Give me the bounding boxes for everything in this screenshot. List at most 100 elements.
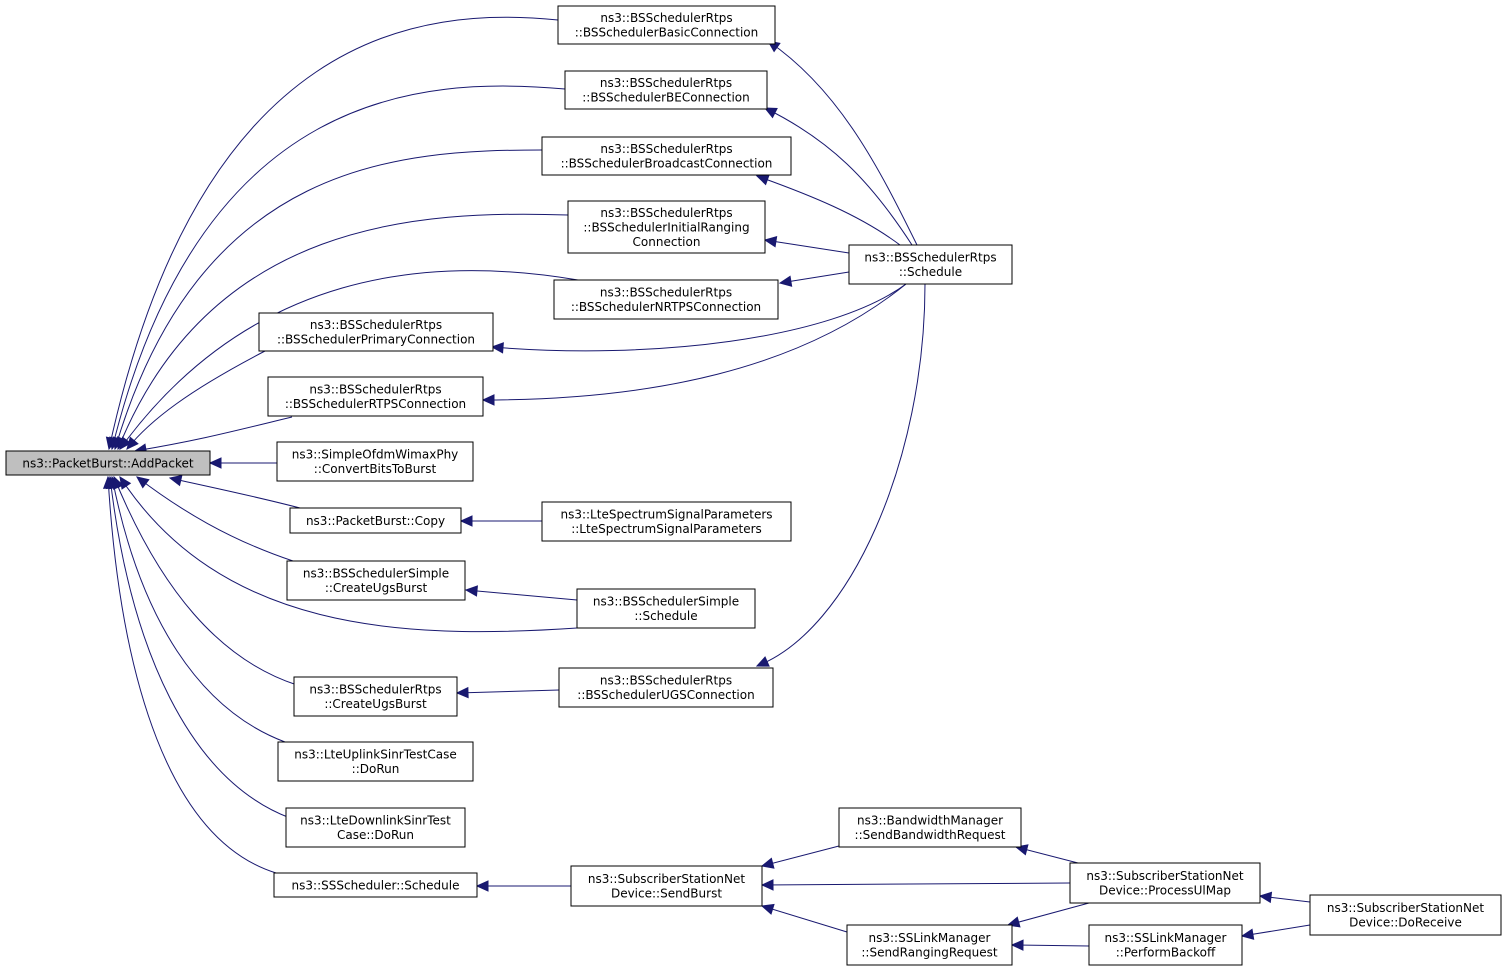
node-ssschedule[interactable]: ns3::SSScheduler::Schedule xyxy=(273,872,478,898)
edge-processul-to-bandwidth xyxy=(1014,844,1079,864)
node-basic[interactable]: ns3::BSSchedulerRtps::BSSchedulerBasicCo… xyxy=(557,5,776,45)
edge-arrowhead xyxy=(1010,939,1024,951)
edge-arrowhead xyxy=(119,436,132,450)
node-backoff[interactable]: ns3::SSLinkManager::PerformBackoff xyxy=(1088,924,1243,966)
edge-line xyxy=(767,40,918,246)
node-label-line: ::BSSchedulerPrimaryConnection xyxy=(277,333,475,347)
edge-arrowhead xyxy=(475,880,489,892)
edge-rtpsschedule-to-broadcast xyxy=(755,174,901,246)
node-convertbits[interactable]: ns3::SimpleOfdmWimaxPhy::ConvertBitsToBu… xyxy=(276,441,474,482)
edge-line xyxy=(764,239,850,254)
node-label-line: ns3::BSSchedulerRtps xyxy=(600,76,732,90)
node-bandwidth[interactable]: ns3::BandwidthManager::SendBandwidthRequ… xyxy=(838,807,1022,848)
node-label-line: ns3::SubscriberStationNet xyxy=(1086,869,1243,883)
edge-line xyxy=(456,689,560,694)
node-rtpsugsburst[interactable]: ns3::BSSchedulerRtps::CreateUgsBurst xyxy=(293,676,458,717)
edge-rtpsschedule-to-nrtps xyxy=(778,271,850,287)
edge-simpleschedule-to-addpacket xyxy=(119,475,578,633)
edge-rtpsschedule-to-primary xyxy=(490,283,907,354)
node-label-line: ns3::BSSchedulerRtps xyxy=(309,683,441,697)
node-nrtps[interactable]: ns3::BSSchedulerRtps::BSSchedulerNRTPSCo… xyxy=(553,279,779,320)
edge-rtps-to-addpacket xyxy=(133,416,293,455)
node-label-line: ns3::SSLinkManager xyxy=(869,931,991,945)
node-label-line: ns3::SubscriberStationNet xyxy=(588,872,745,886)
node-initial[interactable]: ns3::BSSchedulerRtps::BSSchedulerInitial… xyxy=(567,200,766,254)
edge-line xyxy=(119,270,579,450)
node-label-line: ::LteSpectrumSignalParameters xyxy=(571,522,762,536)
edge-line xyxy=(113,476,298,686)
edge-ssschedule-to-addpacket xyxy=(102,475,277,874)
node-label-line: ns3::BSSchedulerRtps xyxy=(864,251,996,265)
edge-rtpsschedule-to-rtps xyxy=(481,283,907,406)
node-label-line: ::PerformBackoff xyxy=(1116,946,1216,960)
node-box xyxy=(277,741,474,782)
edge-simpleschedule-to-simpleugs xyxy=(464,585,578,601)
edge-arrowhead xyxy=(1240,928,1255,940)
node-ugsconn[interactable]: ns3::BSSchedulerRtps::BSSchedulerUGSConn… xyxy=(558,667,774,708)
node-label-line: ::ConvertBitsToBurst xyxy=(314,462,437,476)
edge-line xyxy=(108,16,559,450)
edge-doreceive-to-backoff xyxy=(1240,924,1311,940)
node-label-line: ::BSSchedulerNRTPSConnection xyxy=(571,300,761,314)
node-ranging[interactable]: ns3::SSLinkManager::SendRangingRequest xyxy=(846,924,1013,966)
node-label-line: ns3::BSSchedulerRtps xyxy=(310,318,442,332)
node-addpacket[interactable]: ns3::PacketBurst::AddPacket xyxy=(5,450,211,476)
node-box xyxy=(541,501,792,542)
node-label-line: ns3::BSSchedulerRtps xyxy=(309,383,441,397)
node-box xyxy=(553,279,779,320)
node-simpleschedule[interactable]: ns3::BSSchedulerSimple::Schedule xyxy=(576,588,756,629)
node-box xyxy=(273,872,478,898)
node-box xyxy=(286,560,466,601)
node-broadcast[interactable]: ns3::BSSchedulerRtps::BSSchedulerBroadca… xyxy=(541,136,792,176)
edge-sendburst-to-ssschedule xyxy=(475,880,571,892)
edge-line xyxy=(109,476,291,819)
node-label-line: ns3::PacketBurst::Copy xyxy=(306,514,445,528)
node-box xyxy=(293,676,458,717)
node-label-line: ::SendRangingRequest xyxy=(861,946,998,960)
node-box xyxy=(567,200,766,254)
node-label-line: ::SendBandwidthRequest xyxy=(855,828,1006,842)
edge-line xyxy=(111,85,566,450)
node-processul[interactable]: ns3::SubscriberStationNetDevice::Process… xyxy=(1069,862,1261,904)
node-label-line: ns3::BSSchedulerRtps xyxy=(600,206,732,220)
edge-line xyxy=(756,175,901,246)
node-uplink[interactable]: ns3::LteUplinkSinrTestCase::DoRun xyxy=(277,741,474,782)
edge-arrowhead xyxy=(760,879,774,891)
node-label-line: ::Schedule xyxy=(634,609,697,623)
edge-downlink-to-addpacket xyxy=(105,475,291,819)
node-rtps[interactable]: ns3::BSSchedulerRtps::BSSchedulerRTPSCon… xyxy=(267,376,484,417)
node-simpleugs[interactable]: ns3::BSSchedulerSimple::CreateUgsBurst xyxy=(286,560,466,601)
node-box xyxy=(289,507,462,534)
edge-line xyxy=(126,350,266,450)
edge-simpleugs-to-addpacket xyxy=(136,476,294,562)
edge-line xyxy=(114,149,543,450)
edge-arrowhead xyxy=(755,656,770,667)
node-label-line: ns3::LteSpectrumSignalParameters xyxy=(560,508,772,522)
node-be[interactable]: ns3::BSSchedulerRtps::BSSchedulerBEConne… xyxy=(564,70,768,110)
node-label-line: Case::DoRun xyxy=(337,828,414,842)
edge-arrowhead xyxy=(459,515,473,527)
edge-convertbits-to-addpacket xyxy=(208,457,277,469)
edge-rtpsschedule-to-be xyxy=(763,107,913,246)
node-label-line: ::Schedule xyxy=(899,265,962,279)
node-label-line: ns3::LteDownlinkSinrTest xyxy=(300,814,451,828)
edge-processul-to-sendburst xyxy=(760,879,1071,891)
node-sendburst[interactable]: ns3::SubscriberStationNetDevice::SendBur… xyxy=(570,865,763,907)
edge-arrowhead xyxy=(763,236,778,248)
node-label-line: ns3::SimpleOfdmWimaxPhy xyxy=(292,448,459,462)
node-copy[interactable]: ns3::PacketBurst::Copy xyxy=(289,507,462,534)
edge-bandwidth-to-sendburst xyxy=(760,845,840,869)
node-label-line: ns3::BSSchedulerSimple xyxy=(593,595,739,609)
node-primary[interactable]: ns3::BSSchedulerRtps::BSSchedulerPrimary… xyxy=(258,312,494,352)
edge-arrowhead xyxy=(760,857,775,869)
node-ltespectrum[interactable]: ns3::LteSpectrumSignalParameters::LteSpe… xyxy=(541,501,792,542)
edge-arrowhead xyxy=(778,275,793,287)
edge-ltespectrum-to-copy xyxy=(459,515,542,527)
node-label-line: Connection xyxy=(633,235,701,249)
node-rtpsschedule[interactable]: ns3::BSSchedulerRtps::Schedule xyxy=(848,244,1013,285)
node-doreceive[interactable]: ns3::SubscriberStationNetDevice::DoRecei… xyxy=(1309,894,1502,936)
edge-line xyxy=(169,477,301,509)
node-box xyxy=(285,807,466,848)
